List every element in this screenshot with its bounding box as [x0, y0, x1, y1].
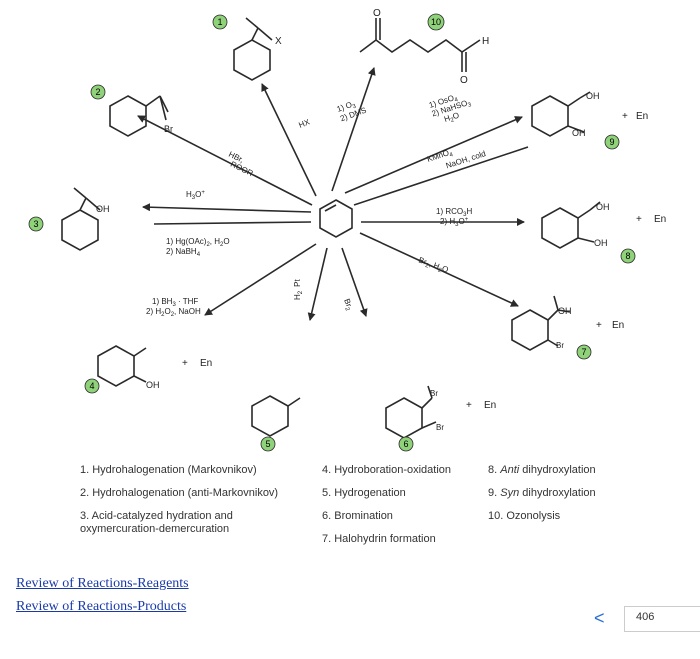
arrow-halohydrin [359, 232, 519, 307]
product-1-structure [233, 17, 273, 81]
product-10-structure [359, 18, 481, 72]
atom-oh-label-7: OH [146, 380, 160, 390]
review-reagents-link[interactable]: Review of Reactions-Reagents [16, 576, 189, 591]
atom-br-label-2: Br [556, 341, 564, 350]
atom-x-label: X [275, 36, 282, 47]
badge-1 [212, 14, 228, 30]
legend-item-1: 1. Hydrohalogenation (Markovnikov) [80, 464, 257, 476]
badge-5 [260, 436, 276, 452]
page-indicator: < 406 [580, 606, 700, 632]
atom-oh-label-2: OH [572, 128, 586, 138]
legend-column-2: 4. Hydroboration-oxidation 5. Hydrogenat… [322, 464, 482, 546]
review-products-link[interactable]: Review of Reactions-Products [16, 599, 187, 614]
reagent-oso4: 1) OsO42) NaHSO3H2O [428, 89, 476, 129]
product-6-structure [385, 385, 437, 439]
atom-oh-label-3: OH [596, 202, 610, 212]
arrow-bromination [341, 247, 368, 317]
badge-2-label: 2 [95, 87, 100, 97]
arrow-hydroboration [204, 243, 317, 316]
plus-sign-5: + [466, 400, 472, 411]
reagent-h3o: H3O+ [186, 190, 205, 201]
page-number: 406 [636, 611, 655, 623]
arrow-kmno4 [353, 146, 529, 206]
legend-item-3: 3. Acid-catalyzed hydration and oxymercu… [80, 510, 233, 535]
atom-br-label-3: Br [430, 389, 438, 398]
legend-item-7: 7. Halohydrin formation [322, 533, 436, 545]
product-9-structure [531, 91, 591, 137]
atom-o-label-2: O [460, 75, 468, 86]
badge-8 [620, 248, 636, 264]
badge-3-label: 3 [33, 219, 38, 229]
reagent-halohydrin: Br2, H2O [417, 255, 450, 276]
legend-item-2: 2. Hydrohalogenation (anti-Markovnikov) [80, 487, 279, 499]
product-5-structure [251, 395, 301, 437]
badge-7 [576, 344, 592, 360]
atom-o-label: O [373, 8, 381, 19]
badge-6-label: 6 [403, 439, 408, 449]
enantiomer-label: En [636, 111, 648, 122]
badge-8-label: 8 [625, 251, 630, 261]
badge-1-label: 1 [217, 17, 222, 27]
badge-4-label: 4 [89, 381, 94, 391]
plus-sign-2: + [636, 214, 642, 225]
arrow-hydration [142, 203, 312, 213]
badge-9 [604, 134, 620, 150]
product-7-structure [511, 295, 571, 351]
atom-h-label: H [482, 36, 489, 47]
product-4-structure [97, 345, 147, 387]
center-cyclohexene [319, 199, 353, 238]
atom-br-label-4: Br [436, 423, 444, 432]
badge-2 [90, 84, 106, 100]
legend-item-5: 5. Hydrogenation [322, 487, 406, 499]
badge-10 [427, 13, 445, 31]
reagent-br2: Br2 [340, 297, 355, 312]
legend-item-10: 10. Ozonolysis [488, 510, 561, 522]
enantiomer-label-5: En [484, 400, 496, 411]
badge-7-label: 7 [581, 347, 586, 357]
product-8-structure [541, 201, 601, 249]
atom-oh-label-6: OH [558, 306, 572, 316]
atom-oh-label-5: OH [96, 204, 110, 214]
plus-sign-4: + [182, 358, 188, 369]
review-links: Review of Reactions-Reagents Review of R… [16, 572, 189, 618]
arrow-ozonolysis [331, 67, 376, 192]
badge-6 [398, 436, 414, 452]
badge-4 [84, 378, 100, 394]
reagent-h2-pt: H2Pt [293, 279, 304, 300]
plus-sign: + [622, 111, 628, 122]
arrow-hydrogenation [307, 247, 328, 321]
enantiomer-label-2: En [654, 214, 666, 225]
legend-item-9: 9. Syn dihydroxylation [488, 487, 596, 499]
arrow-hx [261, 83, 317, 197]
reagent-kmno4: KMnO4NaOH, cold [426, 138, 487, 176]
legend-item-6: 6. Bromination [322, 510, 393, 522]
arrow-hbr-roor [137, 115, 313, 206]
reagent-hx: HX [297, 117, 311, 130]
legend-item-4: 4. Hydroboration-oxidation [322, 464, 452, 476]
badge-5-label: 5 [265, 439, 270, 449]
legend-column-3: 8. Anti dihydroxylation 9. Syn dihydroxy… [488, 464, 638, 523]
product-3-structure [61, 187, 101, 251]
badge-10-label: 10 [431, 17, 441, 27]
legend-column-1: 1. Hydrohalogenation (Markovnikov) 2. Hy… [80, 464, 310, 536]
atom-br-label: Br [164, 124, 173, 134]
arrow-oxymercuration [153, 221, 312, 225]
product-2-structure [109, 95, 169, 137]
legend-item-8: 8. Anti dihydroxylation [488, 464, 596, 476]
arrow-syn-diol [344, 116, 523, 194]
enantiomer-label-4: En [200, 358, 212, 369]
plus-sign-3: + [596, 320, 602, 331]
back-chevron-icon[interactable]: < [594, 608, 605, 628]
badge-9-label: 9 [609, 137, 614, 147]
badge-3 [28, 216, 44, 232]
atom-oh-label-4: OH [594, 238, 608, 248]
atom-oh-label: OH [586, 91, 600, 101]
page-number-box [624, 606, 700, 632]
enantiomer-label-3: En [612, 320, 624, 331]
